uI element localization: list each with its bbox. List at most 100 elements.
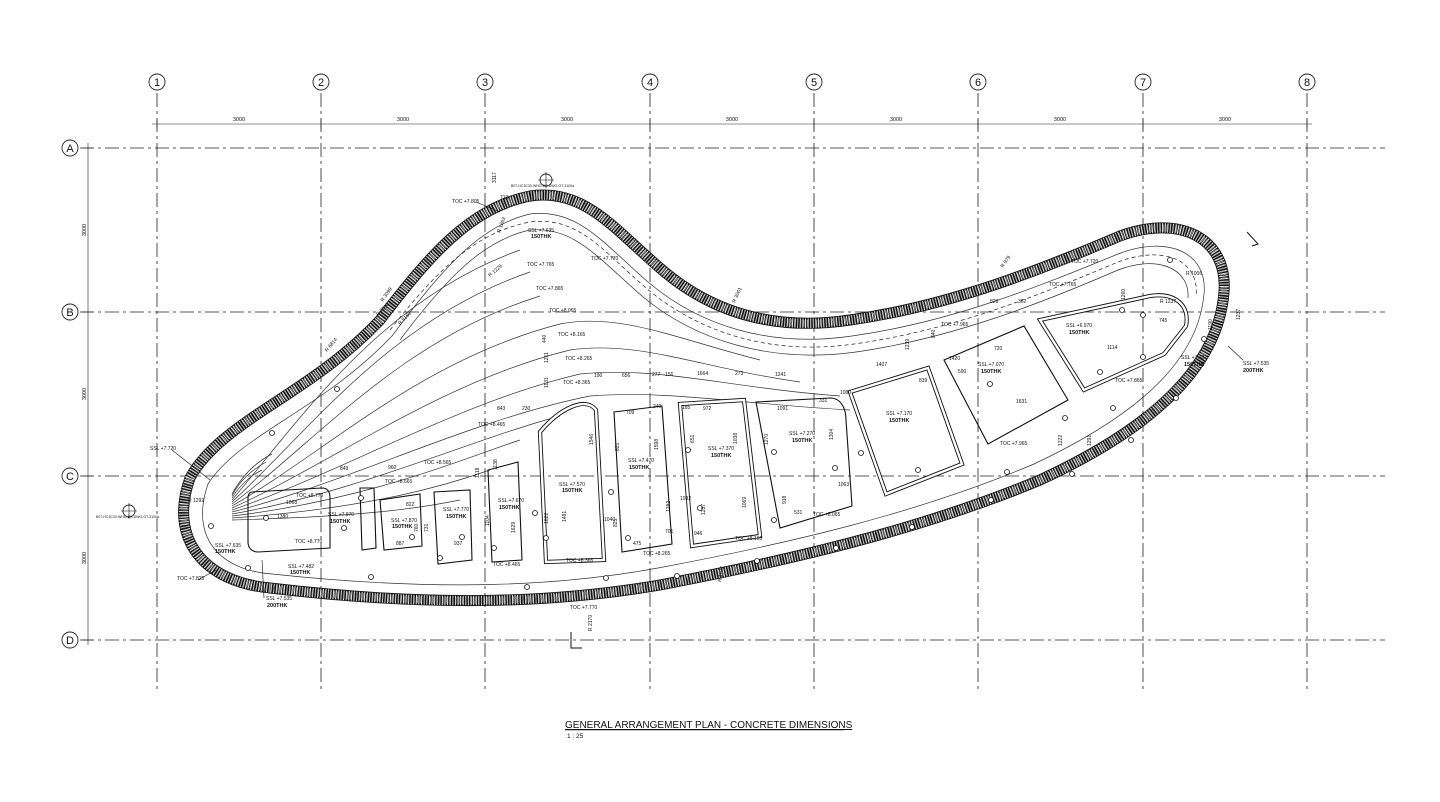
svg-text:821: 821 [615,442,621,451]
row-grid-bubbles: A B C D [61,139,79,649]
svg-text:656: 656 [622,373,631,379]
svg-text:4: 4 [647,77,653,89]
grid-bubble-2: 2 [312,73,330,91]
svg-text:825: 825 [613,518,619,527]
svg-text:TOC +8.665: TOC +8.665 [385,479,413,485]
svg-text:3000: 3000 [726,117,738,123]
svg-text:R 1197: R 1197 [717,566,726,583]
detail-dimensions: 3117 713 1068 1380 849 960 843 230 190 6… [188,172,1242,631]
svg-text:SSL +7.635: SSL +7.635 [215,543,241,549]
svg-text:TOC +7.965: TOC +7.965 [941,322,969,328]
svg-text:1060: 1060 [840,390,851,396]
svg-text:1068: 1068 [286,500,297,506]
svg-text:1022: 1022 [544,513,550,524]
svg-text:TOC +7.765: TOC +7.765 [1049,282,1077,288]
svg-text:SSL +7.470: SSL +7.470 [628,458,654,464]
svg-text:SSL +7.970: SSL +7.970 [328,512,354,518]
grid-bubble-1: 1 [148,73,166,91]
svg-text:190: 190 [594,373,603,379]
svg-text:887: 887 [396,541,405,547]
terrace-contours [231,249,851,521]
svg-text:475: 475 [633,541,642,547]
svg-text:SSL +7.570: SSL +7.570 [559,482,585,488]
svg-text:SSL +7.535: SSL +7.535 [1243,361,1269,367]
svg-text:1: 1 [154,77,160,89]
svg-text:SSL +7.370: SSL +7.370 [708,446,734,452]
svg-text:SSL +6.970: SSL +6.970 [1066,323,1092,329]
svg-text:3000: 3000 [82,388,88,400]
svg-text:SSL +7.482: SSL +7.482 [1181,355,1207,361]
svg-text:362: 362 [1018,299,1027,305]
svg-text:TOC +8.065: TOC +8.065 [813,512,841,518]
svg-text:200THK: 200THK [267,603,288,609]
svg-text:3000: 3000 [233,117,245,123]
svg-text:1069: 1069 [742,497,748,508]
svg-text:156: 156 [665,372,674,378]
svg-text:150THK: 150THK [531,234,552,240]
drawing-title-block: GENERAL ARRANGEMENT PLAN - CONCRETE DIME… [565,720,853,740]
svg-text:1241: 1241 [775,372,786,378]
svg-text:946: 946 [694,531,703,537]
svg-text:3117: 3117 [492,172,498,183]
svg-text:R 1292: R 1292 [188,498,204,504]
svg-text:1222: 1222 [1058,435,1064,446]
svg-text:531: 531 [794,510,803,516]
piles [208,257,1207,590]
svg-text:150THK: 150THK [499,505,520,511]
svg-text:1063: 1063 [838,482,849,488]
svg-text:D: D [66,635,74,647]
svg-text:1282: 1282 [666,501,672,512]
svg-text:B07-HC3C30-WHO-DS-DWG-GT-3100a: B07-HC3C30-WHO-DS-DWG-GT-3100a [511,184,574,188]
svg-text:1546: 1546 [589,434,595,445]
svg-text:TOC +8.770: TOC +8.770 [295,539,323,545]
grid-bubble-3: 3 [476,73,494,91]
svg-text:150THK: 150THK [711,453,732,459]
svg-text:SSL +7.670: SSL +7.670 [498,498,524,504]
svg-text:150THK: 150THK [290,570,311,576]
svg-text:3000: 3000 [82,552,88,564]
svg-text:R 1006: R 1006 [1186,271,1202,277]
svg-text:3000: 3000 [82,224,88,236]
inner-offsets [202,212,1205,586]
svg-text:839: 839 [919,378,928,384]
section-marker-top: B07-HC3C30-WHO-DS-DWG-GT-3100a [511,172,574,188]
svg-text:937: 937 [454,541,463,547]
svg-text:SSL +7.482: SSL +7.482 [288,564,314,570]
svg-text:230: 230 [522,406,531,412]
svg-text:1481: 1481 [562,511,568,522]
svg-text:R 3061: R 3061 [731,286,743,303]
svg-text:3: 3 [482,77,488,89]
grid-bubble-4: 4 [641,73,659,91]
svg-text:8: 8 [1304,77,1310,89]
svg-text:R 979: R 979 [1000,255,1013,270]
svg-text:SSL +7.535: SSL +7.535 [266,596,292,602]
svg-text:731: 731 [424,523,430,532]
svg-text:TOC +7.770: TOC +7.770 [570,605,598,611]
svg-text:150THK: 150THK [1184,362,1205,368]
svg-text:972: 972 [703,406,712,412]
section-marker-left: B07-HC3C30-WHO-DS-DWG-GT-3100a [96,503,159,519]
svg-text:TOC +8.365: TOC +8.365 [563,380,591,386]
svg-text:701: 701 [665,529,674,535]
svg-text:TOC +8.265: TOC +8.265 [565,356,593,362]
cut-marker-bottom [570,632,582,649]
svg-text:1270: 1270 [764,434,770,445]
svg-text:A: A [66,143,74,155]
svg-text:TOC +8.365: TOC +8.365 [566,558,594,564]
svg-text:150THK: 150THK [1069,330,1090,336]
svg-text:TOC +7.825: TOC +7.825 [177,576,205,582]
svg-text:1291: 1291 [1087,435,1093,446]
svg-text:1211: 1211 [544,352,550,363]
svg-text:TOC +7.765: TOC +7.765 [527,262,555,268]
grid-bubble-C: C [61,467,79,485]
svg-text:TOC +8.265: TOC +8.265 [643,551,671,557]
svg-text:TOC +7.965: TOC +7.965 [1000,441,1028,447]
svg-text:1114: 1114 [1107,345,1118,351]
svg-text:1629: 1629 [511,522,517,533]
svg-text:277: 277 [652,372,661,378]
svg-text:3000: 3000 [561,117,573,123]
svg-text:TOC +7.865: TOC +7.865 [536,286,564,292]
svg-text:1237: 1237 [1236,309,1242,320]
svg-text:SSL +7.870: SSL +7.870 [391,518,417,524]
grid-bubble-7: 7 [1134,73,1152,91]
